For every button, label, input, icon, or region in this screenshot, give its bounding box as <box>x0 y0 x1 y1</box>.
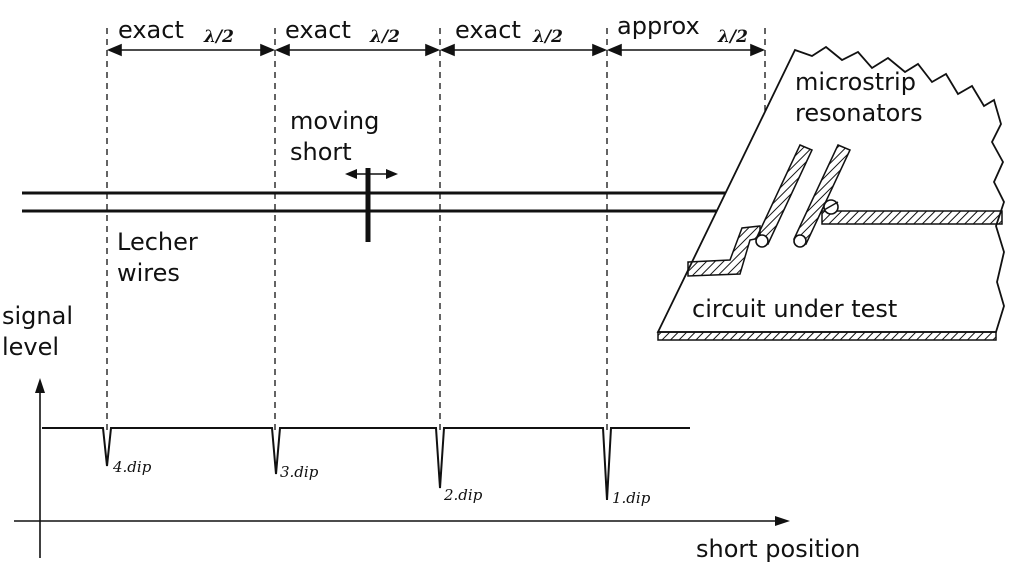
lambda-label: λ/2 <box>533 27 563 47</box>
lambda-label: λ/2 <box>204 27 234 47</box>
lecher-wires-label: Lecher <box>117 228 198 256</box>
signal-level-label: level <box>2 333 60 361</box>
circuit-board <box>656 45 1005 341</box>
dip-label: 2.dip <box>444 486 483 504</box>
microstrip-resonators-label: microstrip <box>795 68 916 96</box>
dip-label: 4.dip <box>113 458 152 476</box>
segment-label: exact <box>285 16 351 44</box>
dip-label: 1.dip <box>612 489 651 507</box>
moving-short-label: moving <box>290 107 380 135</box>
lambda-label: λ/2 <box>718 27 748 47</box>
segment-label: exact <box>118 16 184 44</box>
span-arrows <box>106 43 766 57</box>
circuit-under-test-label: circuit under test <box>692 295 898 323</box>
microstrip-resonators-label: resonators <box>795 99 923 127</box>
lecher-wires-label: wires <box>117 259 180 287</box>
dip-label: 3.dip <box>280 463 319 481</box>
moving-short <box>345 168 398 242</box>
short-position-label: short position <box>696 535 861 563</box>
signal-axes <box>14 378 790 558</box>
lecher-wires <box>22 191 763 213</box>
separator-lines <box>106 28 766 432</box>
moving-short-label: short <box>290 138 352 166</box>
segment-label: approx <box>617 12 700 40</box>
lambda-label: λ/2 <box>370 27 400 47</box>
signal-trace <box>42 427 690 501</box>
segment-label: exact <box>455 16 521 44</box>
signal-level-label: signal <box>2 302 73 330</box>
